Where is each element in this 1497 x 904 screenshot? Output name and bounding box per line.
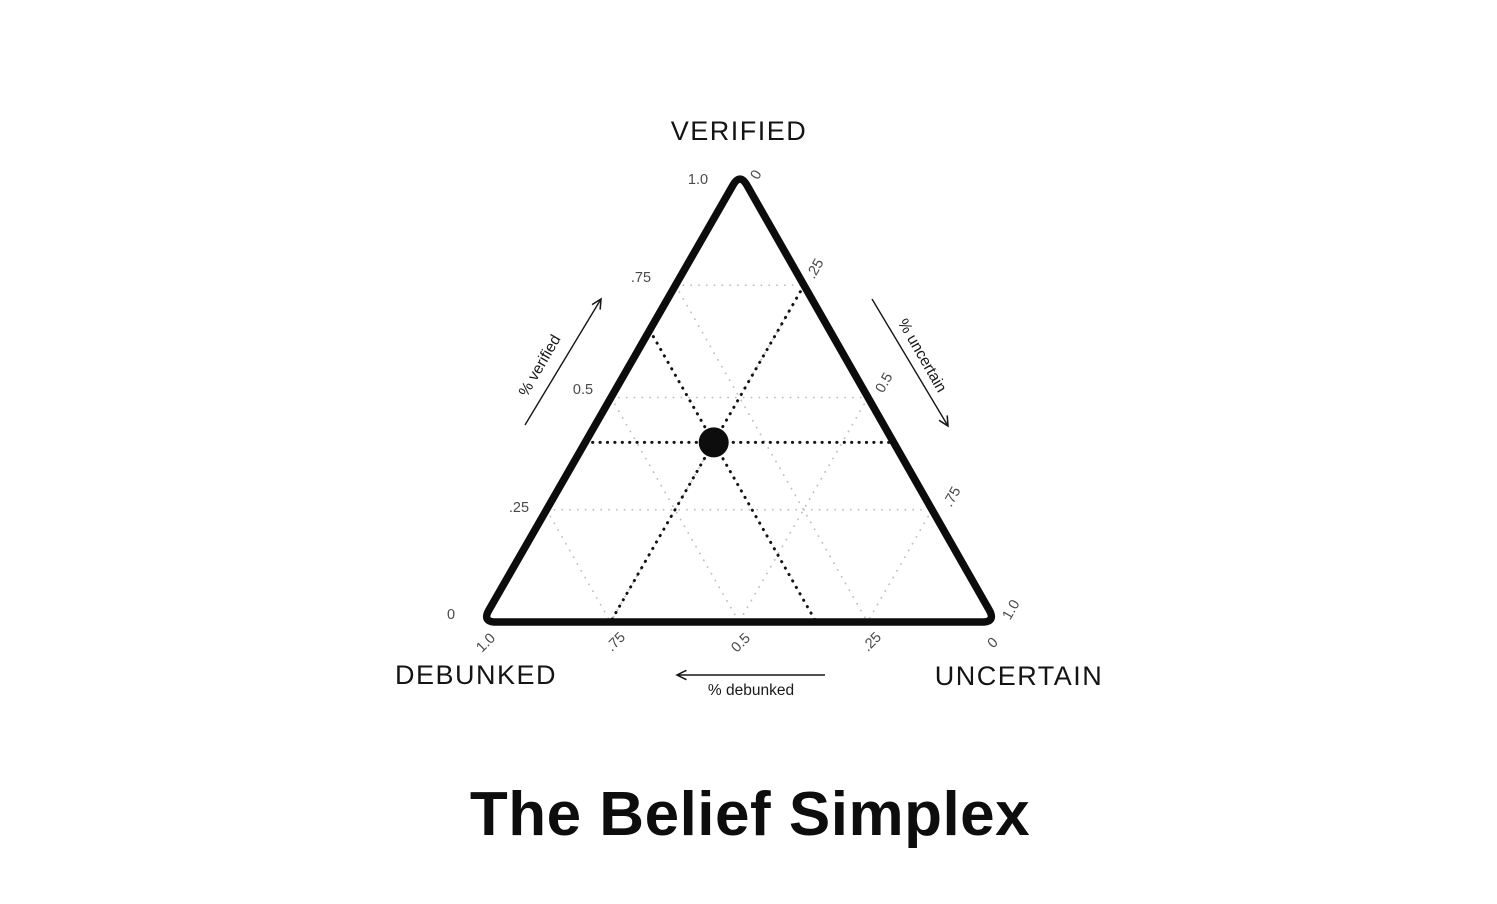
debunked-axis-ticks: 1.0 .75 0.5 .25 0 xyxy=(473,629,1001,656)
vertex-label-uncertain: UNCERTAIN xyxy=(935,661,1104,691)
verified-axis-ticks: 1.0 .75 0.5 .25 0 xyxy=(447,172,708,623)
tick-label: 1.0 xyxy=(473,630,499,656)
tick-label: 0 xyxy=(748,168,766,183)
tick-label: .75 xyxy=(631,270,651,286)
point-guide-line xyxy=(648,328,818,624)
belief-data-point xyxy=(698,427,729,458)
vertex-label-verified: VERIFIED xyxy=(671,116,808,146)
tick-label: 1.0 xyxy=(688,172,708,188)
vertex-label-debunked: DEBUNKED xyxy=(395,660,557,690)
tick-label: 0.5 xyxy=(873,370,897,395)
tick-label: 0 xyxy=(985,635,1002,652)
grid-line xyxy=(866,508,933,623)
tick-label: .25 xyxy=(804,256,828,281)
verified-axis-label: % verified xyxy=(516,332,565,399)
tick-label: .75 xyxy=(603,629,629,655)
uncertain-axis-ticks: 0 .25 0.5 .75 1.0 xyxy=(748,168,1024,623)
grid-line xyxy=(545,508,612,623)
verified-axis-arrow xyxy=(524,297,602,426)
vertex-labels: VERIFIED DEBUNKED UNCERTAIN xyxy=(395,116,1104,691)
tick-label: .25 xyxy=(859,629,885,655)
simplex-triangle-outline xyxy=(482,175,996,626)
tick-label: 0.5 xyxy=(573,382,593,398)
chart-title: The Belief Simplex xyxy=(470,780,1030,849)
tick-label: 1.0 xyxy=(1000,597,1024,622)
point-guide-lines xyxy=(583,283,896,624)
tick-label: .75 xyxy=(941,484,965,509)
debunked-axis-label: % debunked xyxy=(708,682,794,699)
tick-label: .25 xyxy=(509,500,529,516)
tick-label: 0 xyxy=(447,607,455,623)
uncertain-axis-arrow xyxy=(871,298,949,428)
tick-label: 0.5 xyxy=(728,630,754,656)
grid-lines xyxy=(545,284,933,623)
